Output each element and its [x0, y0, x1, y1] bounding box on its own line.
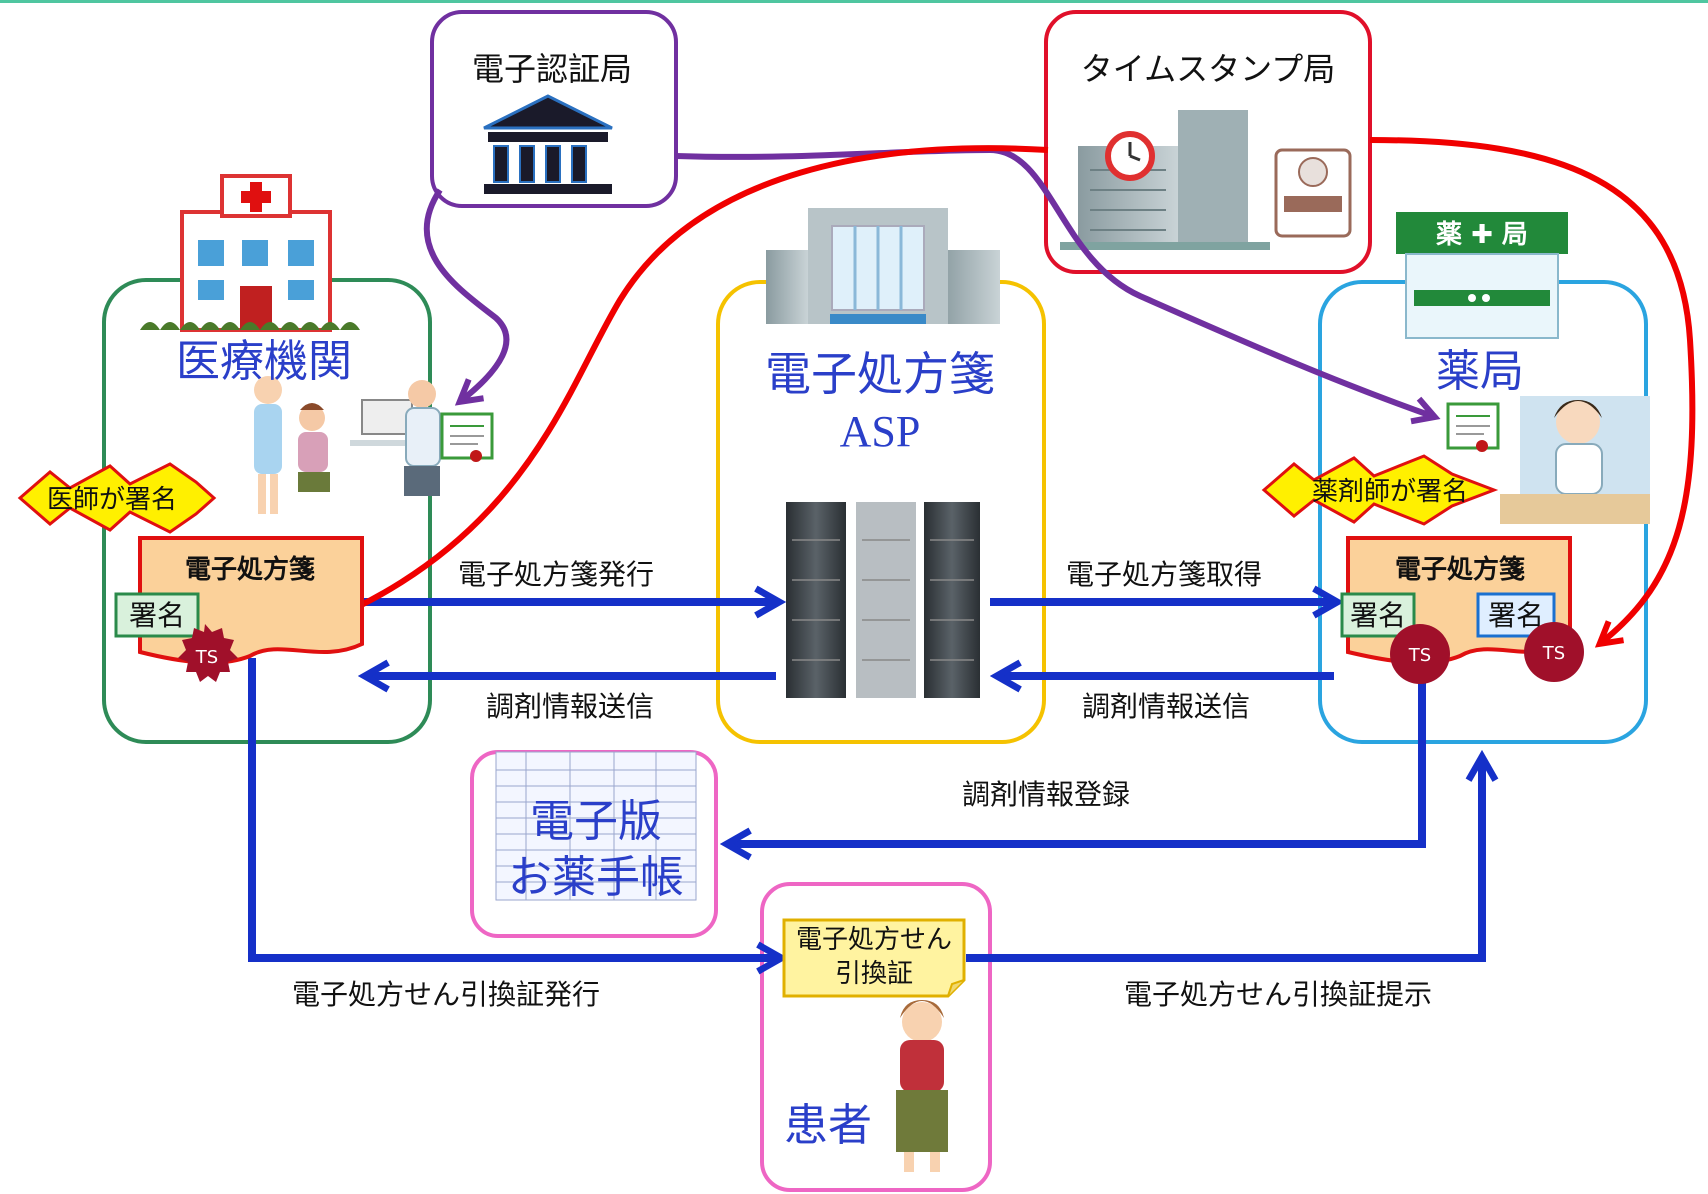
voucher-present-arrow [966, 749, 1499, 962]
pharmacist-illustration [1500, 396, 1650, 524]
tsa-building-icon [1060, 110, 1270, 250]
tsa-to-pharmacy-arrow [1369, 137, 1696, 648]
clock-icon [1105, 131, 1155, 181]
bank-icon [483, 94, 613, 194]
pharmacy-building-icon: 薬 ✚ 局 [1396, 212, 1568, 339]
pharmacy-ts-badge-2: TS [1524, 622, 1584, 682]
top-border [0, 0, 1708, 3]
server-racks-icon [786, 502, 980, 698]
hospital-prescription-label: 電子処方箋 [185, 554, 315, 585]
dispense-send-right-label: 調剤情報送信 [1082, 690, 1250, 723]
pharmacy-ts-label-1: TS [1408, 645, 1431, 666]
ca-to-hospital-arrow [423, 188, 510, 406]
asp-title-line2: ASP [840, 407, 921, 456]
hospital-icon [140, 174, 360, 332]
asp-building-icon [766, 208, 1000, 324]
dispense-send-left-label: 調剤情報送信 [486, 690, 654, 723]
patient-illustration [896, 1000, 948, 1172]
pharmacy-signature-tag-2: 署名 [1476, 592, 1556, 638]
patient-box [760, 882, 992, 1192]
tsa-to-hospital-arrow [263, 145, 1049, 651]
voucher-doc: 電子処方せん 引換証 [782, 918, 966, 998]
ca-title: 電子認証局 [472, 50, 632, 88]
notebook-title-2: お薬手帳 [508, 852, 684, 903]
pharmacy-ts-badge-1: TS [1390, 624, 1450, 684]
doctor-sign-label: 医師が署名 [47, 485, 177, 515]
pharmacist-sign-label: 薬剤師が署名 [1312, 477, 1468, 507]
voucher-issue-label: 電子処方せん引換証発行 [292, 978, 600, 1011]
pharmacy-signature-label-2: 署名 [1488, 599, 1544, 632]
pharmacy-ts-label-2: TS [1542, 643, 1565, 664]
medication-notebook-table [495, 751, 697, 901]
pharmacy-title: 薬局 [1436, 346, 1524, 397]
asp-title-line1: 電子処方箋 [765, 347, 995, 401]
certificate-icon [440, 412, 494, 462]
pharmacy-sign-text: 薬 ✚ 局 [1436, 220, 1528, 250]
ca-to-pharmacy-arrow [675, 146, 1441, 425]
notebook-title-1: 電子版 [530, 796, 662, 847]
dispense-register-arrow [719, 676, 1426, 861]
acquire-label: 電子処方箋取得 [1066, 558, 1262, 591]
voucher-label-1: 電子処方せん [796, 925, 952, 955]
pharmacist-sign-badge: 薬剤師が署名 [1261, 454, 1499, 526]
voucher-present-label: 電子処方せん引換証提示 [1124, 978, 1432, 1011]
ca-box [430, 10, 678, 208]
pharmacy-signature-label-1: 署名 [1350, 599, 1406, 632]
issue-label: 電子処方箋発行 [458, 558, 654, 591]
voucher-issue-arrow [248, 658, 789, 975]
doctor-sign-badge: 医師が署名 [17, 462, 217, 534]
dispense-register-label: 調剤情報登録 [962, 778, 1130, 811]
patient-title: 患者 [784, 1100, 872, 1151]
hospital-signature-label: 署名 [129, 599, 185, 632]
voucher-label-2: 引換証 [835, 959, 913, 989]
pharmacy-prescription-label: 電子処方箋 [1395, 554, 1525, 585]
certification-seal-icon [1274, 148, 1352, 238]
tsa-title: タイムスタンプ局 [1081, 50, 1335, 88]
doctor-scene-illustration [254, 376, 441, 514]
hospital-ts-label: TS [195, 647, 218, 668]
pharmacy-certificate-icon [1446, 402, 1500, 452]
hospital-title: 医療機関 [176, 336, 352, 387]
hospital-signature-tag: 署名 [114, 592, 200, 638]
hospital-ts-badge: TS [178, 624, 238, 682]
pharmacy-signature-tag-1: 署名 [1340, 592, 1416, 638]
